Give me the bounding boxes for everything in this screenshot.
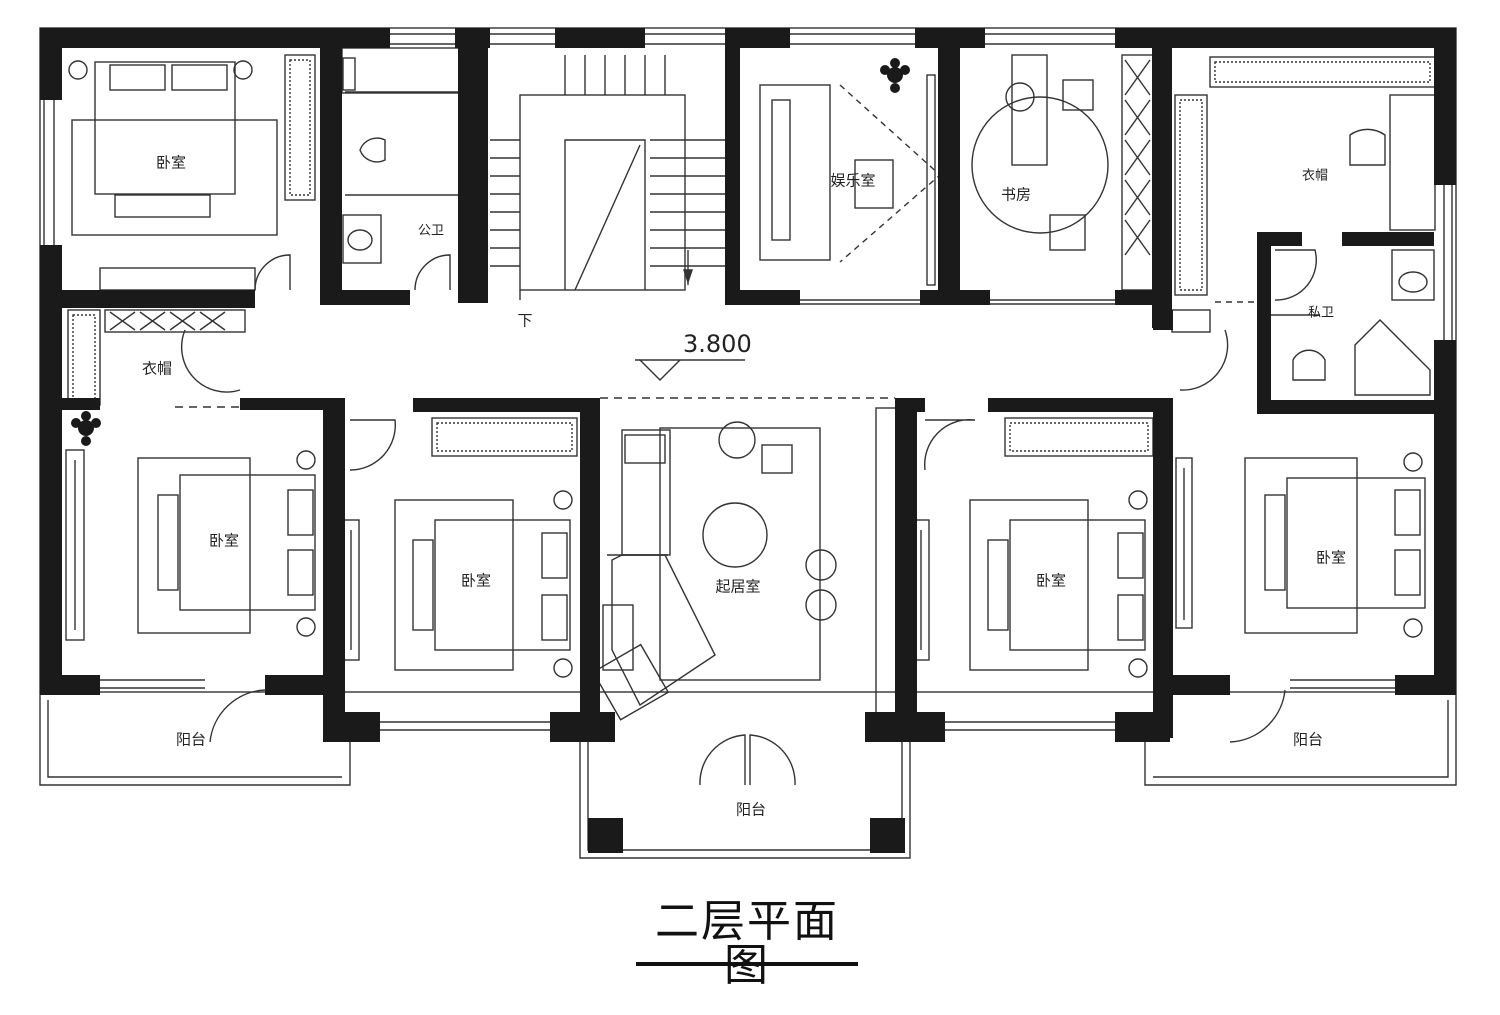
title-underline — [636, 962, 858, 966]
room-label-balcony-c: 阳台 — [735, 800, 767, 819]
room-label-bedroom-nw: 卧室 — [155, 153, 187, 172]
drawing-title: 二层平面图 — [655, 896, 839, 991]
floor-level-mark: 3.800 — [683, 330, 752, 358]
room-label-closet-w: 衣帽 — [141, 359, 173, 378]
room-label-study: 书房 — [1000, 185, 1032, 204]
room-label-bedroom-w: 卧室 — [208, 531, 240, 550]
plant-icons — [71, 58, 910, 446]
walls — [40, 28, 1456, 853]
stair-direction-label: 下 — [517, 311, 533, 330]
room-label-balcony-w: 阳台 — [175, 730, 207, 749]
room-label-balcony-e: 阳台 — [1292, 730, 1324, 749]
room-label-entertainment: 娱乐室 — [830, 171, 876, 190]
room-label-public-bath: 公卫 — [417, 223, 445, 239]
room-label-bedroom-cw: 卧室 — [460, 571, 492, 590]
room-label-living: 起居室 — [715, 577, 761, 596]
room-label-bedroom-e: 卧室 — [1315, 548, 1347, 567]
room-label-closet-ne: 衣帽 — [1301, 168, 1329, 184]
room-label-bedroom-ce: 卧室 — [1035, 571, 1067, 590]
thin-outlines — [39, 27, 1457, 859]
room-label-private-bath: 私卫 — [1307, 305, 1335, 321]
